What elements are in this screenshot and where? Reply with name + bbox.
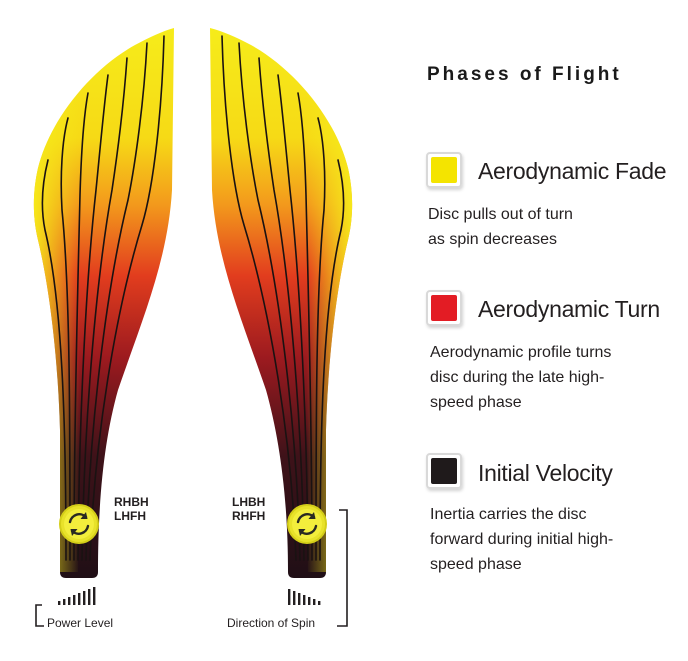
trajectory-line [41, 159, 67, 561]
fade-description: Disc pulls out of turn as spin decreases [428, 206, 573, 248]
trajectory-line [89, 35, 165, 561]
left-path-trajectories [41, 35, 165, 561]
trajectory-line [258, 57, 305, 561]
right-throw-line-1: LHBH [232, 495, 266, 509]
trajectory-line [319, 159, 345, 561]
turn-title: Aerodynamic Turn [478, 296, 660, 322]
trajectory-line [73, 92, 89, 561]
velocity-title: Initial Velocity [478, 460, 613, 486]
fade-title: Aerodynamic Fade [478, 158, 667, 184]
right-throw-line-2: RHFH [232, 509, 266, 523]
turn-swatch-fill [431, 295, 457, 321]
power-level-caption: Power Level [47, 616, 114, 630]
velocity-description: Inertia carries the disc forward during … [430, 506, 614, 573]
right-path-highlight [251, 45, 353, 572]
fade-swatch-fill [431, 157, 457, 183]
trajectory-line [277, 74, 309, 561]
power-level-icon [35, 587, 96, 627]
right-spin-disc-icon [287, 504, 327, 544]
right-path-trajectories [221, 35, 345, 561]
left-spin-disc-icon [59, 504, 99, 544]
trajectory-line [85, 42, 148, 561]
left-throw-line-1: RHBH [114, 495, 149, 509]
right-flight-path [210, 28, 353, 578]
left-throw-label: RHBH LHFH [114, 495, 149, 523]
spin-direction-icon [288, 509, 348, 627]
velocity-color-swatch [426, 453, 462, 489]
trajectory-line [60, 117, 71, 561]
right-throw-label: LHBH RHFH [232, 495, 265, 523]
trajectory-line [297, 92, 313, 561]
turn-color-swatch [426, 290, 462, 326]
left-flight-path [33, 28, 174, 578]
spin-direction-caption: Direction of Spin [227, 616, 316, 630]
legend-title: Phases of Flight [427, 64, 622, 85]
trajectory-line [77, 74, 109, 561]
left-path-highlight [33, 45, 135, 572]
trajectory-line [221, 35, 297, 561]
trajectory-line [81, 57, 128, 561]
fade-color-swatch [426, 152, 462, 188]
trajectory-line [315, 117, 326, 561]
turn-description: Aerodynamic profile turns disc during th… [430, 344, 612, 411]
velocity-swatch-fill [431, 458, 457, 484]
left-throw-line-2: LHFH [114, 509, 146, 523]
trajectory-line [238, 42, 301, 561]
